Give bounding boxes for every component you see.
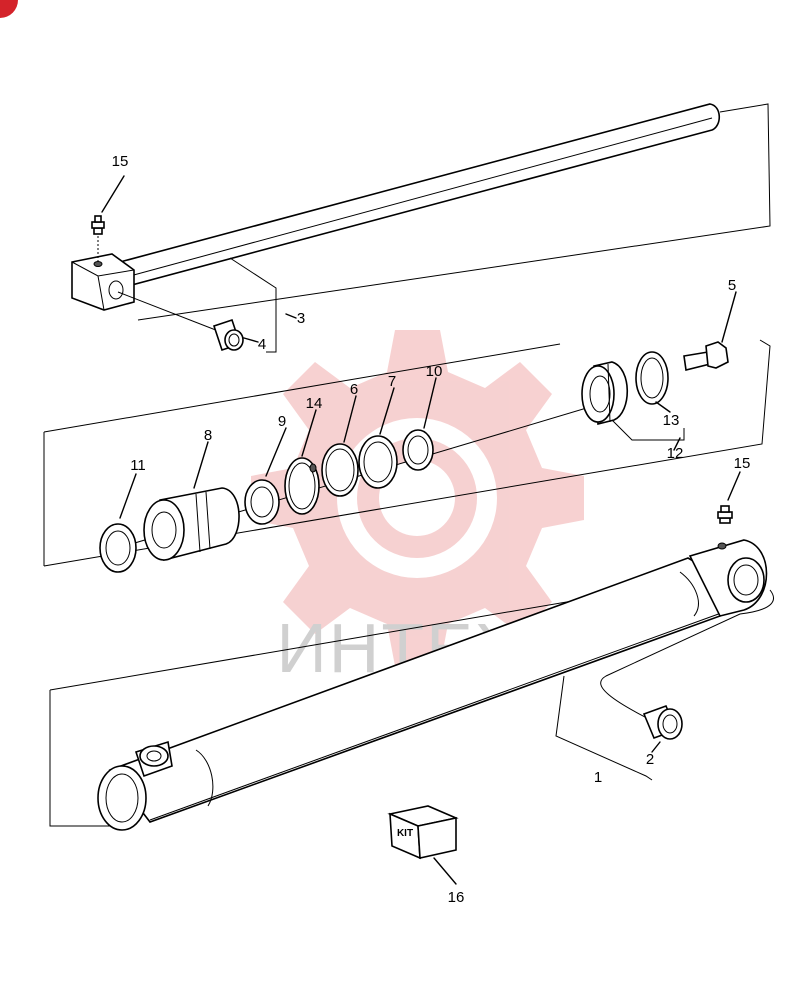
piston-12 <box>581 361 629 426</box>
grease-fitting-bottom <box>717 505 733 524</box>
callout-15a: 15 <box>112 153 129 170</box>
oring-6 <box>321 443 359 497</box>
barrel-1 <box>97 539 768 831</box>
snap-ring-14 <box>284 457 320 515</box>
callout-7: 7 <box>388 373 396 390</box>
oring-10 <box>402 429 434 471</box>
kit-label: KIT <box>397 828 413 839</box>
seal-ring-13 <box>635 351 669 405</box>
callout-8: 8 <box>204 427 212 444</box>
corner-badge <box>0 0 18 18</box>
callout-14: 14 <box>306 395 323 412</box>
leader-lines <box>101 175 741 885</box>
bushing-4 <box>212 318 244 352</box>
callout-3: 3 <box>297 310 305 327</box>
kit-box-16: KIT <box>387 805 459 860</box>
callout-2: 2 <box>646 751 654 768</box>
callout-11: 11 <box>130 457 146 474</box>
callout-10: 10 <box>426 363 443 380</box>
callout-15b: 15 <box>734 455 751 472</box>
seal-kit-panel <box>43 339 771 567</box>
backup-ring-7 <box>358 435 398 489</box>
wiper-11 <box>99 523 137 573</box>
gland-8 <box>143 487 240 562</box>
callout-1: 1 <box>594 769 602 786</box>
bushing-2 <box>642 704 683 740</box>
callout-5: 5 <box>728 277 736 294</box>
callout-16: 16 <box>448 889 465 906</box>
grease-fitting-top <box>91 215 105 235</box>
callout-12: 12 <box>667 445 684 462</box>
callout-4: 4 <box>258 336 266 353</box>
callout-13: 13 <box>663 412 680 429</box>
bolt-5 <box>683 341 729 371</box>
callout-9: 9 <box>278 413 286 430</box>
callout-6: 6 <box>350 381 358 398</box>
callout-labels: 15 3 4 5 13 12 10 7 6 14 9 8 11 15 2 1 1… <box>112 153 751 906</box>
rod-assembly <box>71 103 771 353</box>
seal-9 <box>244 479 280 525</box>
